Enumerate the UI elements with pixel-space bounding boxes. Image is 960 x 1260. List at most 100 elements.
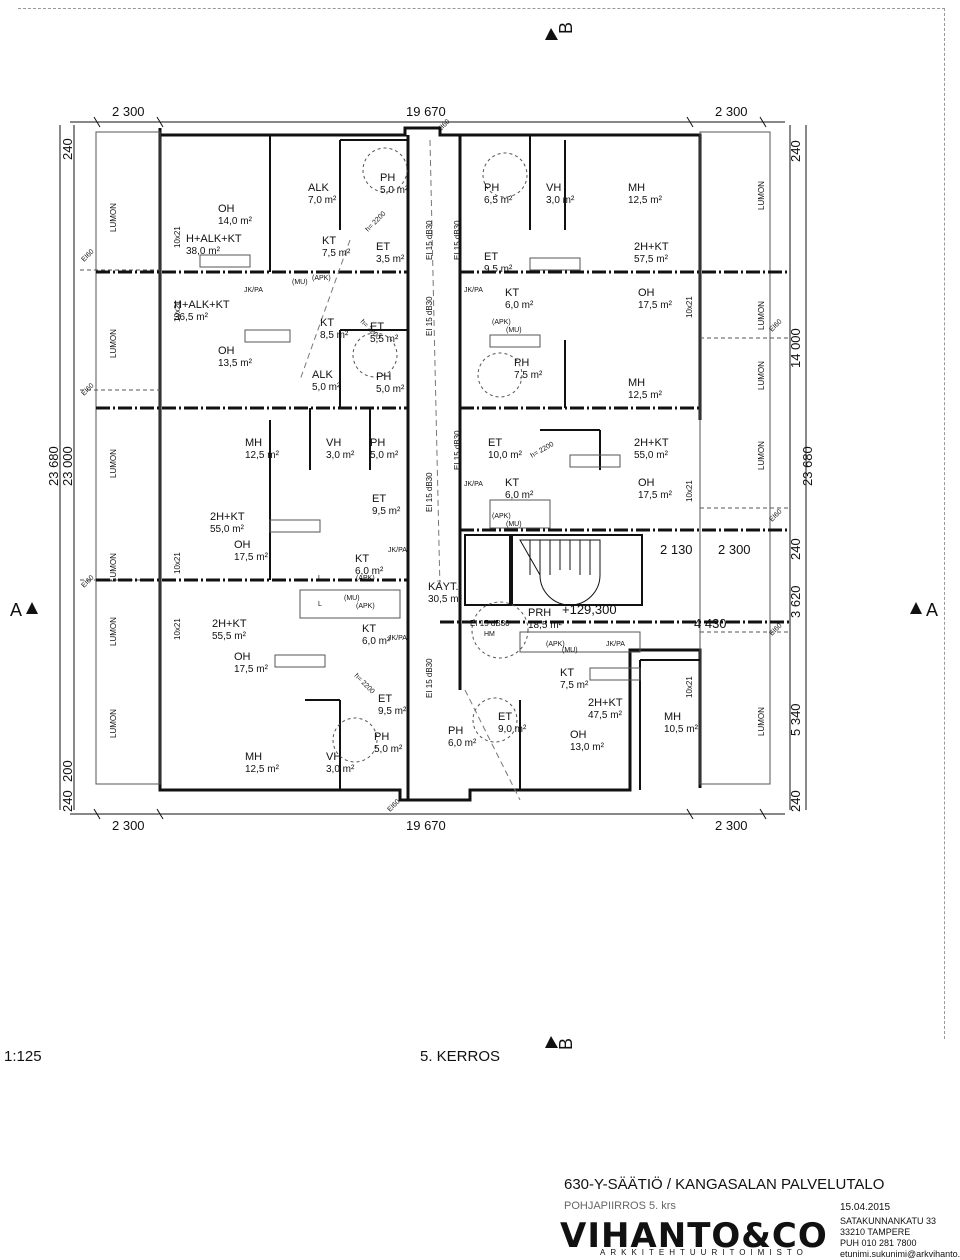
room-area: 5,0 m² (370, 450, 399, 461)
door-size: 10x21 (173, 552, 182, 574)
room-area: 18,5 m² (528, 620, 563, 631)
room-name: ALK (312, 369, 333, 381)
room-area: 3,0 m² (546, 195, 575, 206)
dim-left-bottom1: 200 (60, 760, 75, 782)
room-name: 2H+KT (210, 511, 245, 523)
room-area: 14,0 m² (218, 216, 253, 227)
section-b-bottom-label: B (556, 1038, 576, 1050)
section-b-bottom-arrow (545, 1036, 558, 1048)
room-area: 6,0 m² (505, 490, 534, 501)
section-a-right-arrow (910, 602, 922, 614)
room-area: 5,0 m² (374, 744, 403, 755)
lumon-label: LUMON (109, 329, 118, 358)
room-name: VH (546, 182, 561, 194)
fixture-label: JK/PA (464, 481, 483, 488)
staircase (519, 539, 601, 606)
lumon-label: LUMON (109, 617, 118, 646)
room-name: MH (628, 182, 645, 194)
door-size: 10x21 (685, 676, 694, 698)
room-area: 6,0 m² (362, 636, 391, 647)
phone: PUH 010 281 7800 (840, 1238, 917, 1248)
floor-plan: B B A A 2 300 19 670 2 300 2 300 19 670 … (10, 22, 938, 1050)
room-name: 2H+KT (588, 697, 623, 709)
wall-rating: EI 15 dB30 (425, 658, 434, 698)
door-size: 10x21 (173, 300, 182, 322)
lumon-label: LUMON (757, 181, 766, 210)
lumon-label: LUMON (757, 441, 766, 470)
room-name: KT (560, 667, 574, 679)
dim-stair-2130: 2 130 (660, 542, 693, 557)
lumon-label: LUMON (109, 203, 118, 232)
room-name: OH (234, 651, 251, 663)
room-name: KT (355, 553, 369, 565)
room-name: OH (218, 345, 235, 357)
fixture-label: JK/PA (606, 641, 625, 648)
room-name: KÄYT. (428, 581, 459, 593)
room-name: H+ALK+KT (186, 233, 242, 245)
room-area: 17,5 m² (234, 552, 269, 563)
dim-right-bottom: 240 (788, 790, 803, 812)
section-a-left-label: A (10, 600, 22, 620)
room-area: 17,5 m² (638, 490, 673, 501)
ceiling-height: h= 2200 (530, 441, 556, 460)
room-name: KT (362, 623, 376, 635)
project-title: 630-Y-SÄÄTIÖ / KANGASALAN PALVELUTALO (564, 1176, 885, 1193)
room-name: KT (505, 287, 519, 299)
fire-rating: EI60 (80, 382, 95, 397)
room-name: PH (484, 182, 499, 194)
fixture-label: (MU) (506, 521, 522, 528)
room-area: 9,5 m² (372, 506, 401, 517)
door-size: 10x21 (173, 618, 182, 640)
room-area: 55,0 m² (634, 450, 669, 461)
room-name: OH (234, 539, 251, 551)
room-name: OH (218, 203, 235, 215)
lumon-label: LUMON (757, 707, 766, 736)
ceiling-height: h= 2200 (353, 672, 376, 695)
email: etunimi.sukunimi@arkvihanto.fi (840, 1249, 960, 1259)
wall-rating: EI 15 dB30 (470, 619, 510, 628)
wall-rating: EI 15 dB30 (425, 296, 434, 336)
section-b-top-arrow (545, 28, 558, 40)
dim-left-total1: 23 680 (46, 446, 61, 486)
room-area: 6,5 m² (484, 195, 513, 206)
room-area: 6,0 m² (448, 738, 477, 749)
dim-right-3620: 3 620 (788, 585, 803, 618)
lumon-label: LUMON (109, 449, 118, 478)
fixture-label: JK/PA (388, 547, 407, 554)
dim-right-top: 240 (788, 140, 803, 162)
room-area: 10,5 m² (664, 724, 699, 735)
room-area: 3,0 m² (326, 450, 355, 461)
fire-rating: EI60 (80, 248, 95, 263)
room-name: ALK (308, 182, 329, 194)
room-area: 9,0 m² (498, 724, 527, 735)
sheet-border (18, 8, 945, 1039)
balcony-glazing (80, 131, 790, 785)
dim-top-left: 2 300 (112, 104, 145, 119)
room-name: OH (638, 287, 655, 299)
fixture-label: (APK) (492, 319, 511, 326)
room-area: 12,5 m² (628, 195, 663, 206)
fixture-label: (APK) (312, 275, 331, 282)
fixture-label: JK/PA (244, 287, 263, 294)
room-name: OH (570, 729, 587, 741)
company-tagline: ARKKITEHTUURITOIMISTO (600, 1248, 808, 1257)
room-area: 12,5 m² (628, 390, 663, 401)
door-size: 10x21 (685, 296, 694, 318)
room-name: ET (488, 437, 502, 449)
fixture-label: (MU) (506, 327, 522, 334)
room-area: 13,5 m² (218, 358, 253, 369)
room-area: 7,5 m² (560, 680, 589, 691)
dim-top-mid: 19 670 (406, 104, 446, 119)
room-area: 5,0 m² (380, 185, 409, 196)
room-name: MH (628, 377, 645, 389)
level-mark: +129,300 (562, 602, 617, 617)
fixture-label: (APK) (492, 513, 511, 520)
room-area: 17,5 m² (638, 300, 673, 311)
fixture-label: (MU) (562, 647, 578, 654)
room-area: 3,5 m² (376, 254, 405, 265)
dim-bottom-mid: 19 670 (406, 818, 446, 833)
drawing-name: POHJAPIIRROS 5. krs (564, 1200, 676, 1212)
room-area: 9,5 m² (484, 264, 513, 275)
dim-right-5340: 5 340 (788, 703, 803, 736)
